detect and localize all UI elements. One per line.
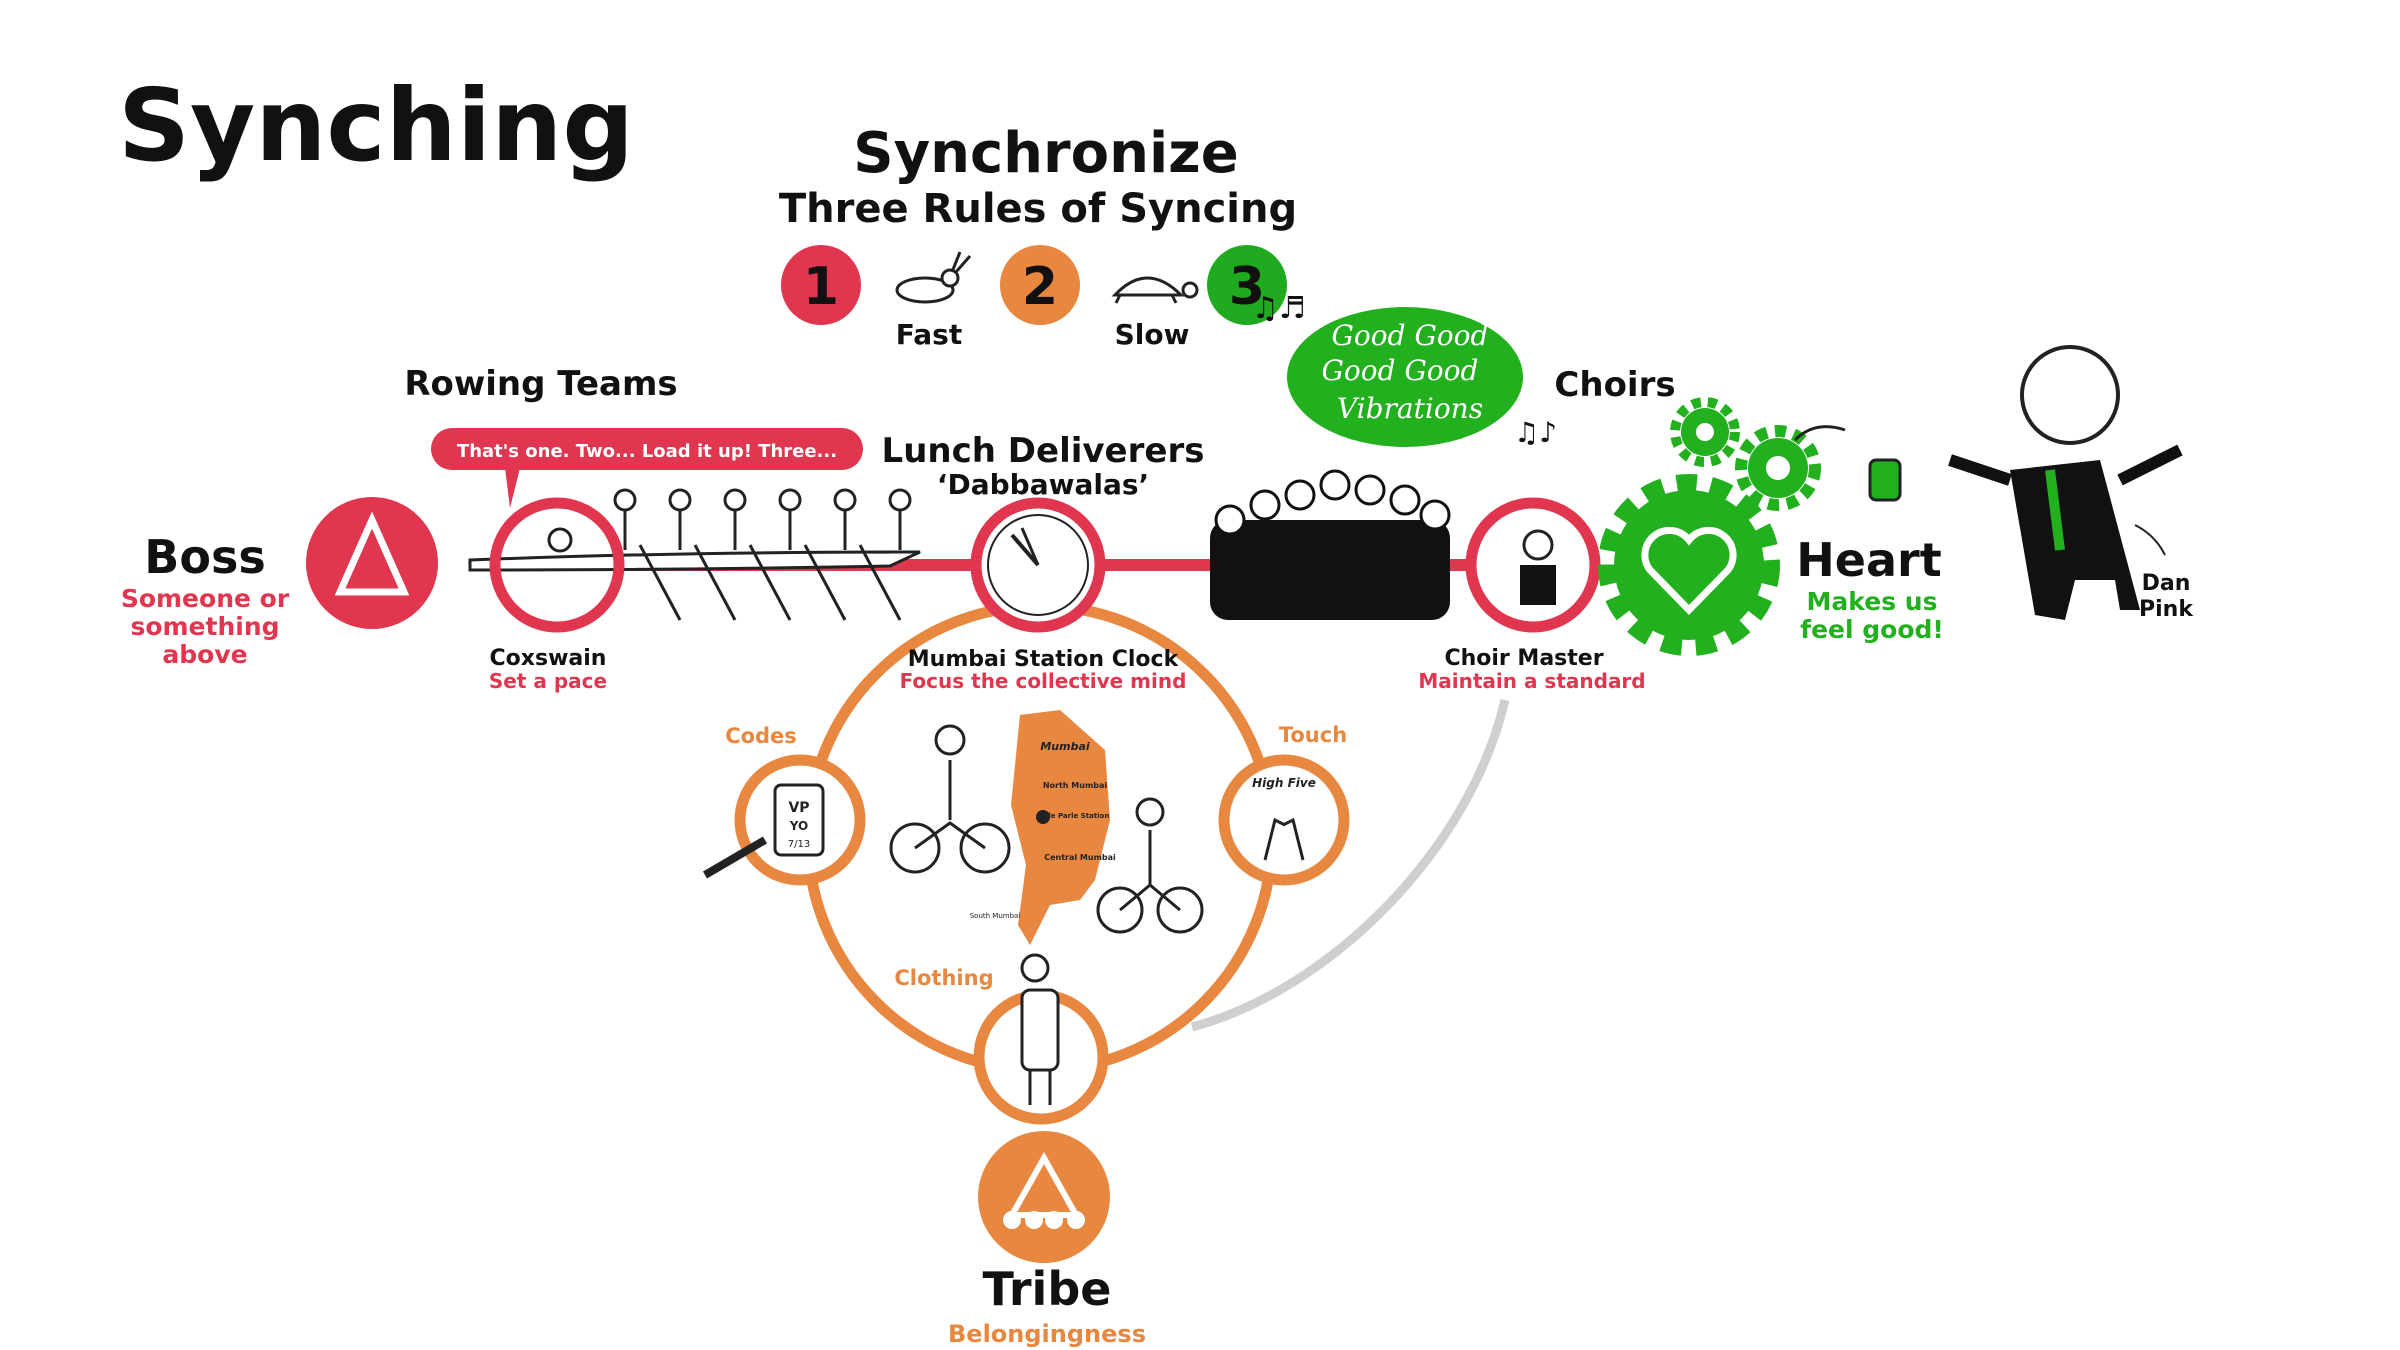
- svg-text:Vile Parle Station: Vile Parle Station: [1041, 812, 1110, 820]
- tiffin-icon: VP YO 7/13: [734, 754, 866, 886]
- boss-line: above: [162, 640, 247, 669]
- boss-triangle-icon: [306, 497, 438, 629]
- tribe-title: Tribe: [983, 1262, 1112, 1316]
- heart-line: feel good!: [1800, 615, 1944, 644]
- touch-label: Touch: [1279, 723, 1347, 747]
- person-label: Dan: [2142, 571, 2191, 596]
- rule-slow-label: Slow: [1115, 318, 1190, 351]
- svg-text:VP: VP: [788, 800, 809, 816]
- svg-text:North Mumbai: North Mumbai: [1043, 781, 1108, 790]
- boss-line: Someone or: [121, 584, 290, 613]
- gear-icon: [1670, 397, 1821, 511]
- svg-text:3: 3: [1229, 257, 1265, 317]
- tribe-sub: Belongingness: [948, 1320, 1146, 1348]
- rule-fast-label: Fast: [896, 318, 962, 351]
- lunch-subtitle: ‘Dabbawalas’: [937, 468, 1149, 501]
- music-notes-icon: ♫♬: [1252, 291, 1306, 326]
- rule-3: 3: [1207, 245, 1287, 325]
- pencil-icon: [702, 836, 768, 879]
- svg-text:Good Good: Good Good: [1322, 354, 1479, 387]
- rowing-boat-icon: [468, 488, 921, 621]
- heart-line: Makes us: [1807, 587, 1938, 616]
- clock-icon: [970, 497, 1106, 633]
- mumbai-map: Mumbai North Mumbai Vile Parle Station C…: [970, 710, 1116, 945]
- high-five-icon: High Five: [1218, 754, 1350, 886]
- svg-text:South Mumbai: South Mumbai: [970, 912, 1021, 920]
- dan-pink-figure: [1793, 345, 2183, 620]
- svg-text:2: 2: [1022, 257, 1058, 317]
- dabbawala-person-icon: [973, 953, 1109, 1125]
- heart-gear-icon: [1598, 474, 1780, 656]
- clock-label: Mumbai Station Clock: [908, 647, 1180, 672]
- rowing-title: Rowing Teams: [404, 364, 677, 404]
- rabbit-icon: [895, 251, 972, 304]
- pointer-arrow-icon: [2134, 524, 2166, 556]
- cyclist-icon: [889, 724, 1204, 934]
- header-subtitle: Three Rules of Syncing: [779, 186, 1297, 232]
- boss-line: something: [130, 612, 279, 641]
- choir-master-sub: Maintain a standard: [1418, 669, 1645, 693]
- page-title: Synching: [118, 67, 634, 184]
- heart-title: Heart: [1796, 533, 1941, 587]
- svg-text:High Five: High Five: [1252, 776, 1316, 790]
- coxswain-node: [489, 497, 625, 633]
- clothing-label: Clothing: [894, 966, 993, 990]
- music-notes-icon: ♫♪: [1514, 416, 1557, 449]
- codes-label: Codes: [725, 724, 797, 748]
- rule-2: 2: [1000, 245, 1080, 325]
- coxswain-sub: Set a pace: [489, 669, 607, 693]
- svg-text:Mumbai: Mumbai: [1040, 740, 1090, 753]
- svg-text:Vibrations: Vibrations: [1337, 392, 1483, 425]
- clock-sub: Focus the collective mind: [900, 669, 1187, 693]
- svg-text:That's one. Two... Load it u: That's one. Two... Load it up! Three...: [457, 441, 837, 462]
- rule-1: 1: [781, 245, 861, 325]
- svg-text:7/13: 7/13: [788, 839, 810, 850]
- tribe-icon: [978, 1131, 1110, 1263]
- header-title: Synchronize: [853, 121, 1239, 186]
- lunch-title: Lunch Deliverers: [882, 431, 1205, 471]
- choir-master-label: Choir Master: [1444, 646, 1603, 671]
- person-label: Pink: [2139, 597, 2194, 622]
- svg-text:1: 1: [803, 257, 839, 317]
- choir-master-icon: [1465, 497, 1601, 633]
- svg-text:Central Mumbai: Central Mumbai: [1044, 853, 1116, 862]
- svg-text:YO: YO: [789, 819, 808, 833]
- boss-title: Boss: [144, 530, 265, 584]
- coxswain-label: Coxswain: [490, 646, 607, 671]
- speech-bubble: That's one. Two... Load it up! Three...: [431, 428, 863, 508]
- choirs-title: Choirs: [1554, 365, 1675, 405]
- speech-bubble-green: Good Good Good Good Vibrations: [1287, 307, 1523, 447]
- turtle-icon: [1111, 276, 1199, 304]
- svg-text:Good Good: Good Good: [1332, 319, 1489, 352]
- choir-singers: [1210, 469, 1451, 620]
- connector-arc: [1190, 698, 1510, 1032]
